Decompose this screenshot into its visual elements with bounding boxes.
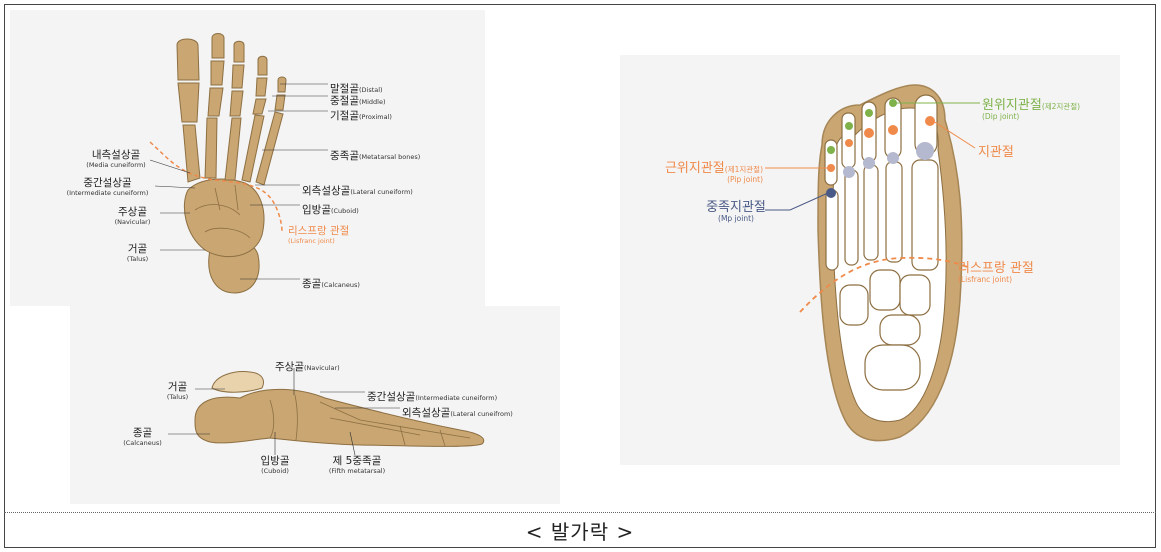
- caption-separator: [4, 512, 1156, 513]
- figure-caption: < 발가락 >: [525, 520, 635, 544]
- top-view-leader-lines: [149, 83, 328, 280]
- label-talus-side: 거골(Talus): [166, 381, 189, 401]
- label-intermediate-cuneiform: 중간설상골(Intermediate cuneiform): [66, 177, 149, 197]
- label-toe-joint: 지관절: [978, 145, 1014, 160]
- label-medial-cuneiform: 내측설상골(Media cuneiform): [86, 149, 146, 169]
- label-calcaneus-side: 종골(Calcaneus): [123, 427, 162, 447]
- label-intermediate-cuneiform-side: 중간설상골(Intermediate cuneiform): [367, 391, 498, 403]
- label-distal: 말절골(Distal): [330, 83, 383, 95]
- side-view-leader-lines: [168, 368, 400, 456]
- side-view-bone-lines: [269, 394, 471, 447]
- label-lisfranc-joint-view: 리스프랑 관절 (Lisfranc joint): [958, 261, 1034, 285]
- top-view-tarsal-lines: [194, 184, 251, 239]
- label-calcaneus-top: 종골(Calcaneus): [302, 278, 360, 290]
- label-lateral-cuneiform-side: 외측설상골(Lateral cuneifrom): [402, 407, 513, 419]
- joint-markers: [826, 99, 935, 198]
- joint-view-foot: [765, 84, 980, 442]
- label-middle: 중절골(Middle): [330, 95, 386, 107]
- label-navicular: 주상골(Navicular): [114, 206, 151, 226]
- top-view-foot-skeleton: [176, 33, 287, 294]
- label-metatarsal: 중족골(Metatarsal bones): [330, 150, 421, 162]
- label-lateral-cuneiform: 외측설상골(Lateral cuneiform): [302, 185, 413, 197]
- label-lisfranc-top: 리스프랑 관절(Lisfranc joint): [288, 225, 350, 245]
- label-pip-joint: 근위지관절(제1지관절) (Pip joint): [664, 161, 763, 185]
- label-fifth-metatarsal: 제 5중족골(Fifth metatarsal): [328, 455, 386, 475]
- joint-view-lisfranc-line: [799, 256, 971, 313]
- label-talus-top: 거골(Talus): [126, 243, 149, 263]
- label-navicular-side: 주상골(Navicular): [275, 361, 340, 373]
- side-view-foot-skeleton: [194, 371, 485, 447]
- label-mp-joint: 중족지관절 (Mp joint): [706, 200, 766, 224]
- label-proximal: 기절골(Proximal): [330, 110, 392, 122]
- figure-frame: [4, 4, 1156, 548]
- label-cuboid: 입방골(Cuboid): [302, 204, 359, 216]
- label-cuboid-side: 입방골(Cuboid): [260, 455, 290, 475]
- label-dip-joint: 원위지관절(제2지관절) (Dip joint): [982, 98, 1081, 122]
